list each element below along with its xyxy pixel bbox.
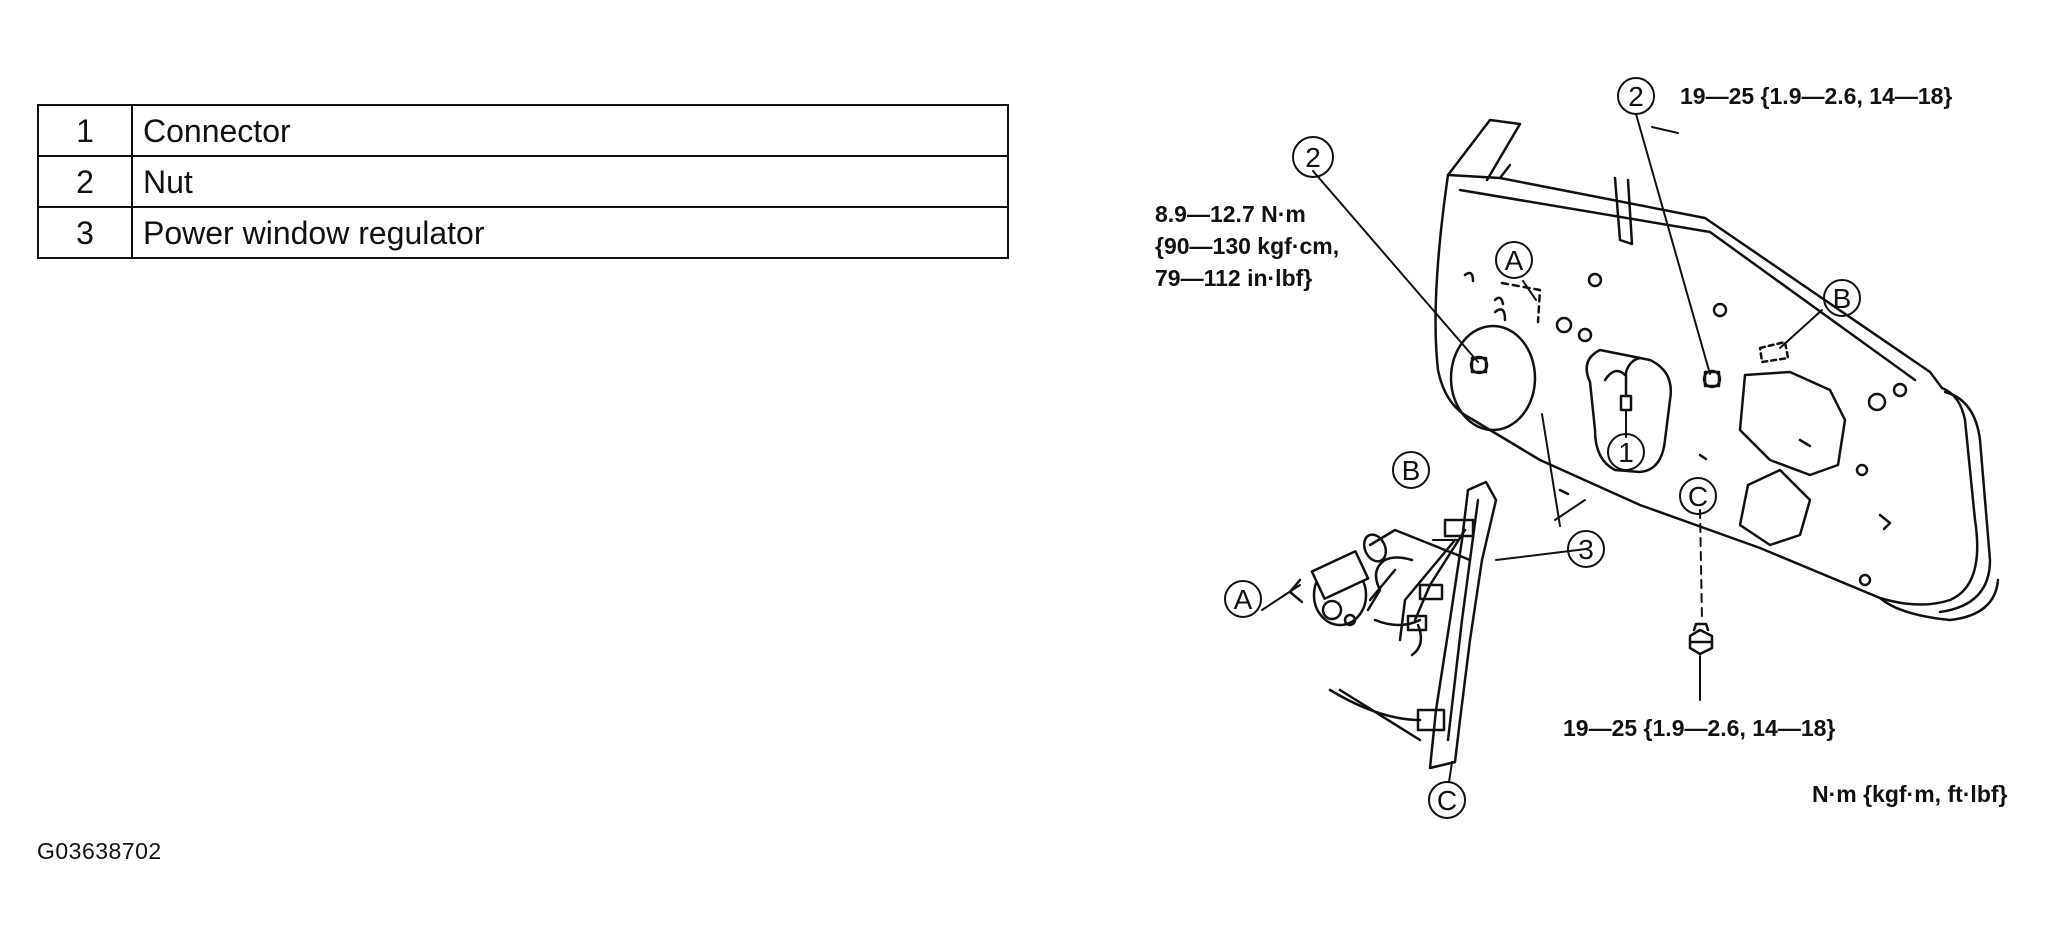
figure-id: G03638702 xyxy=(37,838,162,864)
callout-nut-top: 2 xyxy=(1617,77,1655,115)
callout-connector-label: 1 xyxy=(1618,437,1634,468)
legend-label: Connector xyxy=(131,104,1009,157)
callout-ref-c-regulator: C xyxy=(1428,781,1466,819)
torque-units: N·m {kgf·m, ft·lbf} xyxy=(1812,781,2008,807)
power-window-regulator xyxy=(1288,480,1498,770)
callout-ref-a-regulator: A xyxy=(1224,580,1262,618)
callout-regulator: 3 xyxy=(1567,530,1605,568)
regulator-motor xyxy=(1288,533,1397,627)
callout-ref-a-label: A xyxy=(1234,584,1253,615)
callout-ref-c-label: C xyxy=(1688,481,1708,512)
torque-left-line-3: 79—112 in·lbf} xyxy=(1155,265,1312,291)
legend-number: 2 xyxy=(37,155,133,208)
torque-left-line-2: {90—130 kgf·cm, xyxy=(1155,233,1339,259)
callout-nut-label: 2 xyxy=(1628,81,1644,112)
legend-row: 1 Connector xyxy=(37,104,1009,157)
callout-ref-b-label: B xyxy=(1833,283,1852,314)
callout-ref-a-door: A xyxy=(1495,241,1533,279)
parts-legend-table: 1 Connector 2 Nut 3 Power window regulat… xyxy=(37,104,1009,259)
legend-number: 3 xyxy=(37,206,133,259)
legend-label: Nut xyxy=(131,155,1009,208)
torque-top-right: 19—25 {1.9—2.6, 14—18} xyxy=(1680,83,1952,109)
torque-left-line-1: 8.9—12.7 N·m xyxy=(1155,201,1306,227)
callout-regulator-label: 3 xyxy=(1578,534,1594,565)
callout-nut-left: 2 xyxy=(1292,136,1334,178)
callout-ref-b-regulator: B xyxy=(1392,451,1430,489)
legend-number: 1 xyxy=(37,104,133,157)
callout-ref-c-label: C xyxy=(1437,785,1457,816)
legend-row: 3 Power window regulator xyxy=(37,206,1009,259)
legend-label: Power window regulator xyxy=(131,206,1009,259)
bottom-mounting-bolt xyxy=(1688,622,1714,656)
callout-connector: 1 xyxy=(1607,433,1645,471)
callout-ref-b-label: B xyxy=(1402,455,1421,486)
torque-bottom: 19—25 {1.9—2.6, 14—18} xyxy=(1563,715,1835,741)
legend-row: 2 Nut xyxy=(37,155,1009,208)
leader-lines xyxy=(1261,113,1823,783)
callout-ref-a-label: A xyxy=(1505,245,1524,276)
callout-ref-b-door: B xyxy=(1823,279,1861,317)
door-inner-panel xyxy=(1434,118,2000,622)
callout-ref-c-door: C xyxy=(1679,477,1717,515)
callout-nut-label: 2 xyxy=(1305,142,1321,173)
